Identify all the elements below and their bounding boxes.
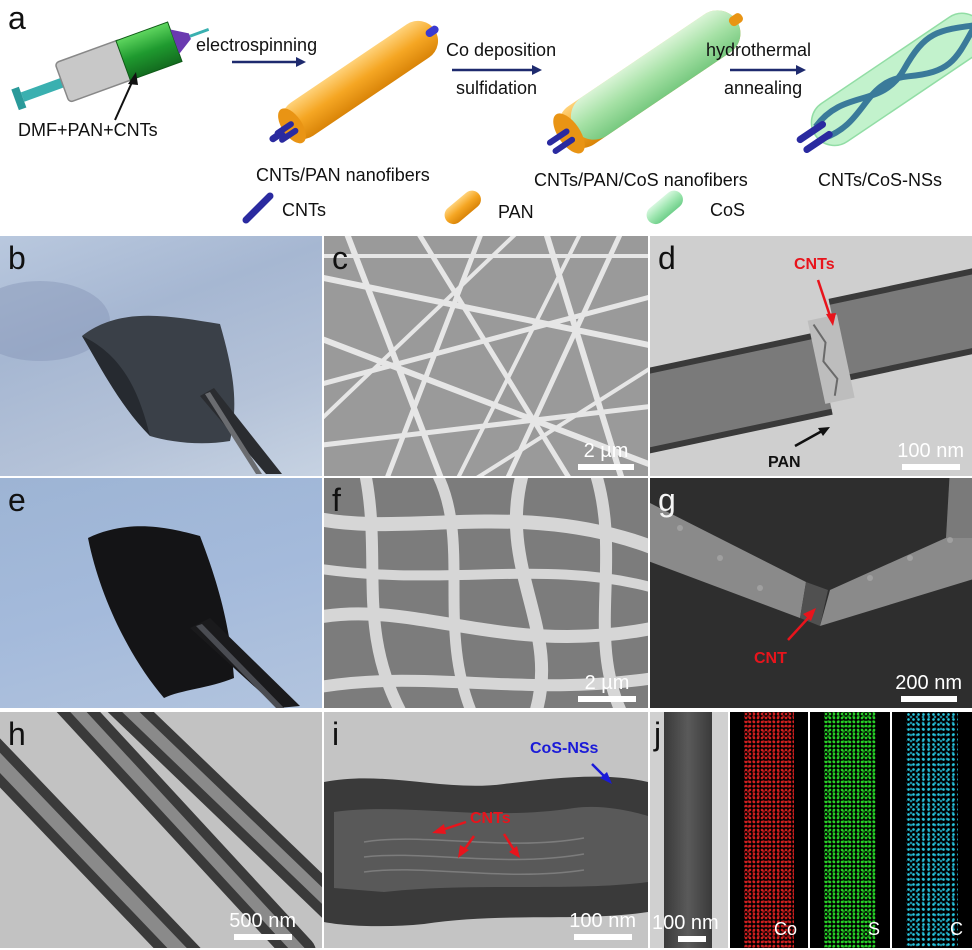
fiber-membrane-photo-b [0, 281, 282, 474]
schematic-panel: a [0, 0, 972, 232]
photo-panel-e: e [0, 478, 322, 708]
step2-label-line2: sulfidation [456, 78, 538, 98]
legend-pan-label: PAN [498, 202, 534, 222]
annotation-i-cos-ns: CoS-NSs [530, 740, 599, 757]
step3-label-line2: annealing [724, 78, 803, 98]
cnt-legend-icon [242, 192, 274, 224]
eds-map-c [892, 712, 972, 948]
fiber-membrane-photo-e [88, 526, 300, 708]
eds-label-c: C [950, 919, 963, 939]
sem-panel-c: c 2 µm [324, 236, 648, 476]
step1-label: electrospinning [196, 35, 318, 55]
process-arrow-3 [730, 65, 806, 75]
cnt-pan-fiber [269, 20, 439, 144]
schematic-graphics [11, 10, 972, 225]
process-arrow-1 [232, 57, 306, 67]
tem-panel-i: i CoS-NSs CNTs 100 nm [324, 712, 648, 948]
panel-label-i: i [332, 716, 340, 752]
annotation-d-cnts: CNTs [794, 256, 835, 273]
scale-bar-i: 100 nm [569, 911, 636, 940]
eds-map-co [730, 712, 808, 948]
panel-label-a: a [8, 0, 26, 36]
syringe-label: DMF+PAN+CNTs [18, 120, 158, 140]
scale-bar-f: 2 µm [578, 673, 636, 702]
nanofiber-network-c [324, 236, 648, 476]
tem-panel-h: h 500 nm [0, 712, 322, 948]
process-arrow-2 [452, 65, 542, 75]
scale-bar-g: 200 nm [895, 673, 962, 702]
annotation-i-cnts: CNTs [470, 810, 511, 827]
scale-bar-c-label: 2 µm [583, 440, 629, 462]
panel-label-h: h [8, 716, 26, 752]
scale-bar-h: 500 nm [229, 911, 296, 940]
annotation-d-pan: PAN [768, 454, 801, 471]
product3-label: CNTs/CoS-NSs [818, 170, 943, 190]
scale-bar-i-label: 100 nm [569, 910, 636, 932]
eds-map-s [810, 712, 890, 948]
legend-cnts-label: CNTs [282, 200, 326, 220]
cnt-cos-ns-fiber [796, 12, 972, 154]
syringe-icon [11, 21, 210, 111]
tem-panel-d: d CNTs PAN 100 nm [650, 236, 972, 476]
annotation-g-cnt: CNT [754, 650, 787, 667]
hollow-fibers-h [0, 712, 322, 948]
panel-label-b: b [8, 240, 26, 276]
step3-label-line1: hydrothermal [706, 40, 812, 60]
panel-label-g: g [658, 482, 676, 518]
step2-label-line1: Co deposition [446, 40, 557, 60]
syringe-pointer-arrow [114, 79, 134, 121]
panel-label-f: f [332, 482, 341, 518]
fiber-junction-d [650, 257, 972, 459]
fiber-junction-g [650, 478, 972, 708]
scale-bar-c: 2 µm [578, 441, 634, 470]
panel-label-c: c [332, 240, 348, 276]
sem-panel-f: f 2 µm [324, 478, 648, 708]
panel-label-e: e [8, 482, 26, 518]
product2-label: CNTs/PAN/CoS nanofibers [534, 170, 748, 190]
eds-reference-image [650, 712, 728, 948]
panel-label-j: j [654, 716, 662, 752]
scale-bar-h-label: 500 nm [229, 910, 296, 932]
cnt-pan-cos-fiber [546, 10, 743, 154]
sem-panel-g: g CNT 200 nm [650, 478, 972, 708]
eds-panel-j: j 100 nm Co S C [650, 712, 972, 948]
product1-label: CNTs/PAN nanofibers [256, 165, 430, 185]
scale-bar-j-label: 100 nm [652, 912, 719, 934]
eds-label-co: Co [774, 919, 798, 939]
cos-legend-icon [646, 190, 683, 225]
pan-legend-icon [444, 190, 481, 225]
scale-bar-f-label: 2 µm [584, 672, 630, 694]
eds-label-s: S [868, 919, 881, 939]
scale-bar-d: 100 nm [897, 441, 964, 470]
scale-bar-d-label: 100 nm [897, 440, 964, 462]
cos-nanosheet-fiber-i [324, 712, 648, 948]
panel-label-d: d [658, 240, 676, 276]
coated-fiber-network-f [324, 478, 648, 708]
scale-bar-j: 100 nm [652, 913, 719, 942]
scale-bar-g-label: 200 nm [895, 672, 962, 694]
photo-panel-b: b [0, 236, 322, 476]
legend-cos-label: CoS [710, 200, 746, 220]
